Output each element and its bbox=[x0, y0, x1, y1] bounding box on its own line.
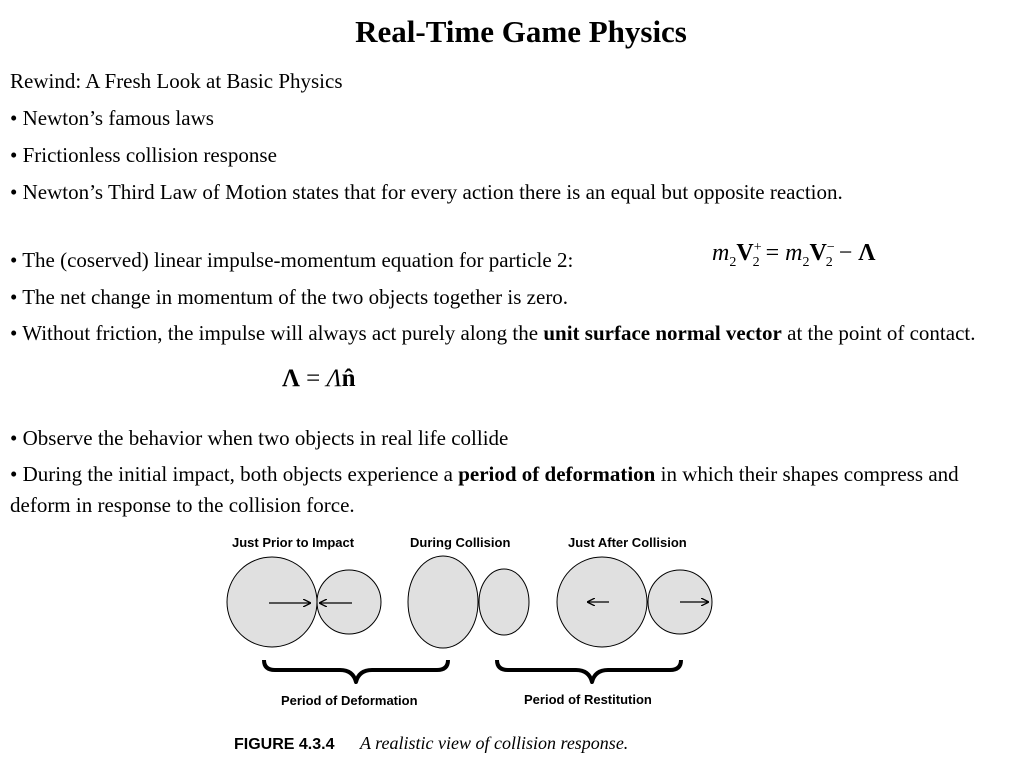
subtitle-rewind: Rewind: A Fresh Look at Basic Physics bbox=[10, 69, 343, 93]
figure-caption: A realistic view of collision response. bbox=[359, 733, 628, 753]
bullet-without-friction: • Without friction, the impulse will alw… bbox=[10, 321, 976, 345]
label-period-restitution: Period of Restitution bbox=[524, 692, 652, 707]
label-during-collision: During Collision bbox=[410, 535, 510, 550]
label-period-deformation: Period of Deformation bbox=[281, 693, 418, 708]
impulse-normal-equation: Λ = Λn̂ bbox=[282, 365, 356, 392]
slide-title: Real-Time Game Physics bbox=[355, 14, 687, 49]
bullet-net-change: • The net change in momentum of the two … bbox=[10, 285, 569, 309]
bullet-newton-laws: • Newton’s famous laws bbox=[10, 106, 214, 130]
impulse-momentum-equation: m2V+2 = m2V−2 − Λ bbox=[712, 240, 876, 270]
bullet-observe: • Observe the behavior when two objects … bbox=[10, 426, 509, 450]
label-just-after: Just After Collision bbox=[568, 535, 687, 550]
brace-restitution bbox=[495, 659, 683, 684]
bullet-frictionless: • Frictionless collision response bbox=[10, 143, 277, 167]
ball-large-prior bbox=[226, 556, 318, 648]
ball-small-prior bbox=[316, 569, 382, 635]
figure-number: FIGURE 4.3.4 bbox=[234, 736, 335, 753]
brace-deformation bbox=[262, 659, 450, 684]
ball-large-during bbox=[407, 555, 479, 649]
ball-small-during bbox=[478, 568, 530, 636]
bullet-third-law: • Newton’s Third Law of Motion states th… bbox=[10, 180, 843, 204]
collision-figure: Just Prior to Impact During Collision Ju… bbox=[226, 535, 713, 753]
bullet-deformation: • During the initial impact, both object… bbox=[10, 462, 959, 517]
bullet-impulse-momentum: • The (coserved) linear impulse-momentum… bbox=[10, 248, 574, 272]
label-just-prior: Just Prior to Impact bbox=[232, 535, 355, 550]
